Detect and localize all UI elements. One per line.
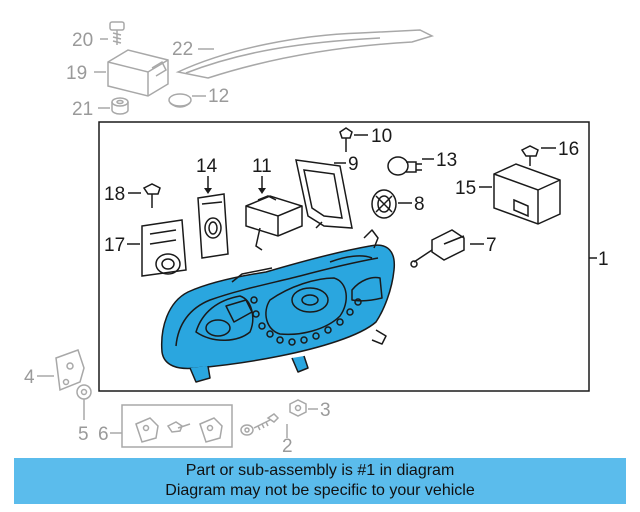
bracket-kit-6-frame: [121, 404, 233, 448]
callout-14: 14: [196, 156, 218, 177]
bracket-4-part: [55, 349, 85, 392]
callout-20: 20: [72, 30, 93, 51]
trim-strip-22-part: [175, 29, 435, 79]
screw-18-part: [142, 183, 161, 208]
callout-1: 1: [598, 249, 609, 270]
callout-5: 5: [78, 424, 89, 445]
callout-10: 10: [371, 126, 392, 147]
nut-3-part: [289, 399, 307, 417]
callout-7: 7: [486, 235, 497, 256]
assembly-frame: [98, 121, 590, 392]
nut-21-part: [111, 97, 129, 115]
bolt-2-part: [240, 413, 280, 436]
callout-15: 15: [455, 178, 476, 199]
arrow-11: [258, 188, 266, 194]
bolt-20-part: [109, 21, 125, 45]
socket-8-part: [371, 189, 397, 219]
callout-18: 18: [104, 184, 125, 205]
banner-line-2: Diagram may not be specific to your vehi…: [165, 482, 475, 499]
info-banner: Part or sub-assembly is #1 in diagram Di…: [14, 458, 626, 504]
callout-22: 22: [172, 39, 193, 60]
clip-5-part: [76, 384, 92, 400]
callout-11: 11: [252, 156, 272, 177]
control-module-19-part: [107, 49, 169, 97]
bulb-7-part: [410, 229, 465, 268]
bulb-13-part: [387, 156, 422, 176]
ballast-15-part: [493, 163, 561, 225]
screw-10-part: [339, 127, 353, 152]
cap-12-part: [168, 93, 192, 108]
callout-16: 16: [558, 139, 579, 160]
callout-6: 6: [98, 424, 109, 445]
bracket-kit-6-parts: [135, 417, 223, 443]
callout-9: 9: [348, 154, 359, 175]
callout-12: 12: [208, 86, 229, 107]
screw-16-part: [520, 145, 539, 166]
callout-2: 2: [282, 436, 293, 456]
callout-13: 13: [436, 150, 457, 171]
leveling-motor-11-part: [245, 195, 303, 251]
parts-diagram: 20 19 21 22 12 1: [24, 21, 609, 456]
gasket-14-part: [197, 193, 229, 259]
callout-21: 21: [72, 99, 93, 120]
cover-9-part: [295, 159, 353, 229]
callout-19: 19: [66, 63, 87, 84]
callout-8: 8: [414, 194, 425, 215]
callout-17: 17: [104, 235, 125, 256]
arrow-14: [204, 188, 212, 194]
callout-3: 3: [320, 400, 331, 421]
control-unit-17-part: [141, 219, 187, 277]
callout-4: 4: [24, 367, 35, 388]
headlamp-assembly: [160, 229, 396, 383]
banner-line-1: Part or sub-assembly is #1 in diagram: [185, 462, 455, 479]
